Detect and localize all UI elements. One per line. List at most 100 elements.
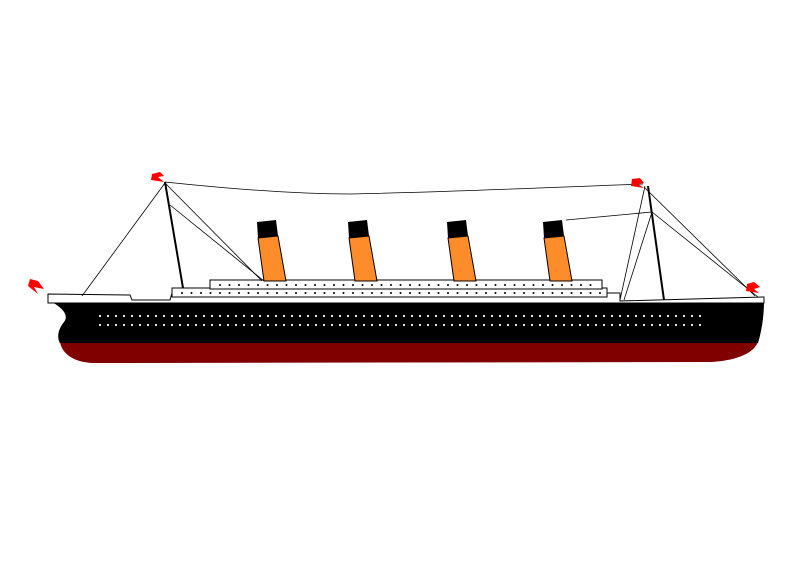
porthole bbox=[482, 323, 486, 327]
porthole bbox=[642, 314, 646, 318]
porthole bbox=[138, 323, 142, 327]
porthole bbox=[554, 323, 558, 327]
porthole bbox=[466, 314, 470, 318]
porthole bbox=[378, 323, 382, 327]
window bbox=[295, 292, 297, 294]
porthole bbox=[386, 323, 390, 327]
porthole bbox=[194, 323, 198, 327]
porthole bbox=[266, 314, 270, 318]
porthole bbox=[162, 314, 166, 318]
porthole bbox=[658, 314, 662, 318]
porthole bbox=[666, 314, 670, 318]
porthole bbox=[242, 323, 246, 327]
porthole bbox=[274, 323, 278, 327]
window bbox=[504, 292, 506, 294]
porthole bbox=[426, 314, 430, 318]
porthole bbox=[106, 323, 110, 327]
window bbox=[219, 292, 221, 294]
window bbox=[314, 284, 316, 286]
window bbox=[523, 292, 525, 294]
window bbox=[475, 292, 478, 294]
porthole bbox=[394, 314, 398, 318]
porthole bbox=[570, 323, 574, 327]
porthole bbox=[170, 314, 174, 318]
porthole bbox=[418, 314, 422, 318]
porthole bbox=[282, 323, 286, 327]
porthole bbox=[418, 323, 422, 327]
porthole bbox=[538, 314, 542, 318]
porthole bbox=[354, 314, 358, 318]
window bbox=[200, 292, 202, 294]
flag-fore-mast bbox=[151, 172, 164, 182]
window bbox=[542, 292, 544, 294]
window bbox=[399, 284, 402, 286]
window bbox=[409, 284, 411, 286]
window bbox=[219, 284, 221, 286]
window bbox=[390, 284, 392, 286]
window bbox=[447, 292, 449, 294]
window bbox=[266, 292, 269, 294]
porthole bbox=[530, 323, 534, 327]
hull-portholes bbox=[98, 314, 702, 327]
window bbox=[551, 292, 554, 294]
porthole bbox=[426, 323, 430, 327]
porthole bbox=[434, 323, 438, 327]
window bbox=[371, 292, 373, 294]
window bbox=[181, 292, 183, 294]
window bbox=[352, 284, 354, 286]
porthole bbox=[114, 323, 118, 327]
window bbox=[466, 284, 468, 286]
window bbox=[304, 284, 307, 286]
window bbox=[456, 284, 459, 286]
porthole bbox=[458, 314, 462, 318]
porthole bbox=[314, 323, 318, 327]
porthole bbox=[698, 323, 702, 327]
window bbox=[323, 284, 326, 286]
window bbox=[190, 292, 193, 294]
porthole bbox=[138, 314, 142, 318]
porthole bbox=[682, 323, 686, 327]
window bbox=[371, 284, 373, 286]
porthole bbox=[498, 323, 502, 327]
porthole bbox=[322, 323, 326, 327]
window bbox=[209, 292, 212, 294]
porthole bbox=[130, 314, 134, 318]
porthole bbox=[410, 323, 414, 327]
funnel bbox=[257, 220, 287, 282]
porthole bbox=[514, 314, 518, 318]
window bbox=[599, 292, 601, 294]
window bbox=[504, 284, 506, 286]
porthole bbox=[346, 323, 350, 327]
rigging bbox=[81, 181, 759, 301]
window bbox=[333, 292, 335, 294]
porthole bbox=[98, 314, 102, 318]
window bbox=[428, 292, 430, 294]
porthole bbox=[474, 314, 478, 318]
porthole bbox=[186, 314, 190, 318]
porthole bbox=[146, 323, 150, 327]
hull-lower bbox=[60, 342, 758, 363]
window bbox=[580, 284, 582, 286]
window bbox=[447, 284, 449, 286]
porthole bbox=[298, 314, 302, 318]
window bbox=[532, 292, 535, 294]
porthole bbox=[346, 314, 350, 318]
window bbox=[551, 284, 554, 286]
porthole bbox=[450, 323, 454, 327]
porthole bbox=[242, 314, 246, 318]
window bbox=[285, 292, 288, 294]
window bbox=[380, 292, 383, 294]
porthole bbox=[370, 314, 374, 318]
porthole bbox=[298, 323, 302, 327]
porthole bbox=[402, 323, 406, 327]
window bbox=[532, 284, 535, 286]
window bbox=[352, 292, 354, 294]
window bbox=[257, 292, 259, 294]
porthole bbox=[474, 323, 478, 327]
porthole bbox=[538, 323, 542, 327]
window bbox=[257, 284, 259, 286]
porthole bbox=[530, 314, 534, 318]
window bbox=[342, 284, 345, 286]
window bbox=[380, 284, 383, 286]
